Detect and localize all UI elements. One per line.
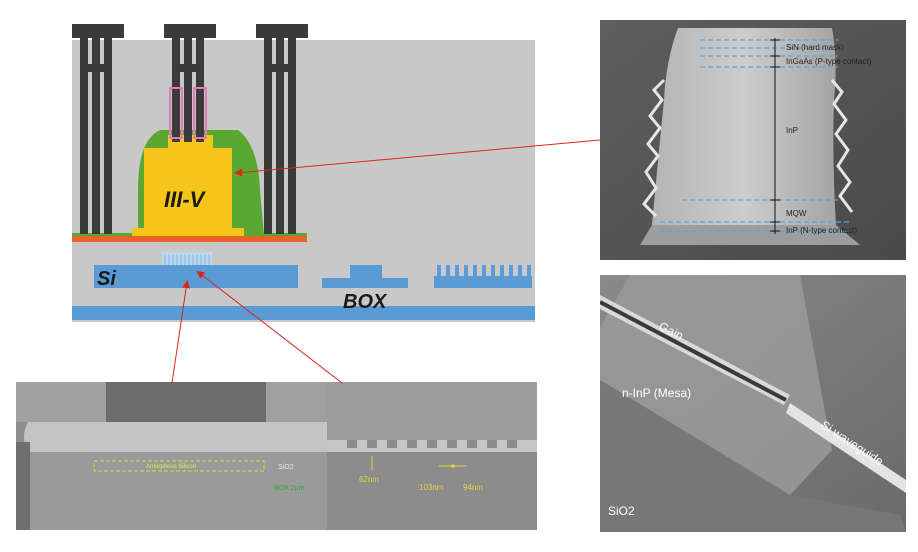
dim-103nm: 103nm: [419, 483, 444, 492]
mesa-label: n-InP (Mesa): [622, 386, 691, 400]
si-rib-waveguide: [322, 265, 408, 288]
left-metal-contact: [72, 24, 124, 234]
si-waveguide: [94, 265, 298, 288]
box-layer: [72, 306, 535, 320]
sio2-label: SiO2: [608, 504, 635, 518]
layer-label-sin: SiN (hard mask): [786, 43, 844, 52]
si-grating-coupler: [434, 276, 532, 288]
grating-profile: [327, 440, 537, 452]
sem-waveguide-view: Gain n-InP (Mesa) Si waveguide SiO2: [599, 275, 906, 532]
dim-94nm: 94nm: [463, 483, 483, 492]
sem-cross-section: SiN (hard mask) InGaAs (P-type contact) …: [600, 20, 906, 260]
right-metal-contact: [256, 24, 308, 234]
mesa-structure: [652, 28, 836, 225]
layer-label-inp: InP: [786, 126, 798, 135]
dim-62nm: 62nm: [359, 475, 379, 484]
layer-label-inp-n: InP (N-type contact): [786, 226, 857, 235]
layer-label-ingaas: InGaAs (P-type contact): [786, 57, 872, 66]
layer-label-mqw: MQW: [786, 209, 807, 218]
iii-v-label: III-V: [164, 187, 207, 212]
amorphous-box: [93, 460, 265, 472]
amorphous-label: Amorphous Silicon: [146, 464, 196, 470]
iii-v-core: [144, 148, 232, 236]
si-ridge: [24, 422, 328, 452]
center-metal-contact: [164, 24, 216, 142]
si-label: Si: [97, 268, 116, 290]
bonding-layer: [72, 236, 307, 242]
sio2-small-label: SiO2: [278, 464, 294, 471]
device-schematic: III-V Si BOX: [0, 0, 540, 330]
box-label: BOX: [343, 291, 388, 313]
sem-grating-detail: 62nm 103nm 94nm: [327, 382, 537, 530]
box-dimension-label: BOX 2μm: [274, 485, 305, 492]
sem-amorphous-silicon: Amorphous Silicon SiO2 BOX 2μm: [16, 382, 328, 530]
si-grating: [162, 252, 212, 265]
si-waveguide-sem: [786, 403, 906, 493]
